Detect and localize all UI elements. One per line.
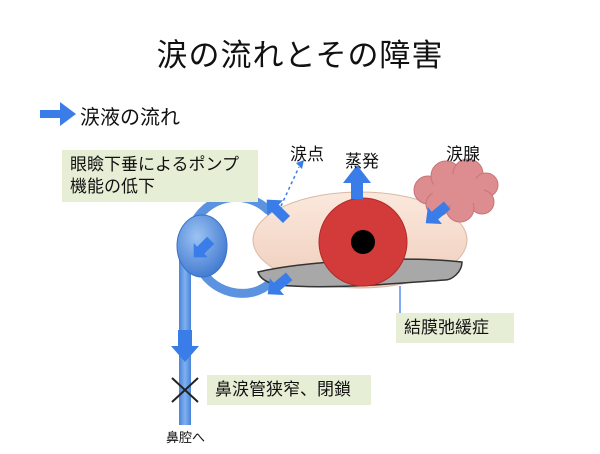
punctum-leader-arrowhead bbox=[296, 160, 304, 169]
pump-dysfunction-box: 眼瞼下垂によるポンプ 機能の低下 bbox=[62, 150, 258, 202]
lacrimal-gland-label: 涙腺 bbox=[446, 145, 480, 165]
sac-flow-arrow-icon bbox=[193, 236, 215, 258]
stenosis-box: 鼻涙管狭窄、閉鎖 bbox=[207, 375, 371, 405]
legend-arrow-icon bbox=[40, 102, 76, 126]
punctum-leader-line bbox=[280, 166, 300, 207]
evaporation-arrow-icon bbox=[343, 165, 371, 199]
pupil bbox=[351, 230, 375, 254]
evaporation-label: 蒸発 bbox=[345, 152, 379, 172]
upper-punctum-arrow-icon bbox=[266, 199, 291, 224]
punctum-label: 涙点 bbox=[290, 145, 324, 165]
duct-flow-arrow-icon bbox=[171, 330, 199, 362]
conjunctivochalasis-box: 結膜弛緩症 bbox=[396, 313, 514, 343]
gland-flow-arrow-icon bbox=[425, 201, 451, 224]
legend-label: 涙液の流れ bbox=[80, 105, 180, 129]
conjunctivochalasis-label: 結膜弛緩症 bbox=[404, 318, 489, 338]
obstruction-x-icon bbox=[171, 377, 199, 403]
page-title: 涙の流れとその障害 bbox=[156, 38, 444, 74]
pump-label-line1: 眼瞼下垂によるポンプ bbox=[70, 155, 239, 175]
lower-punctum-arrow-icon bbox=[267, 272, 293, 295]
pump-label-line2: 機能の低下 bbox=[70, 177, 155, 197]
lacrimal-gland-cloud bbox=[413, 158, 499, 223]
stenosis-label: 鼻涙管狭窄、閉鎖 bbox=[215, 380, 351, 400]
nasal-cavity-label: 鼻腔へ bbox=[166, 431, 206, 446]
